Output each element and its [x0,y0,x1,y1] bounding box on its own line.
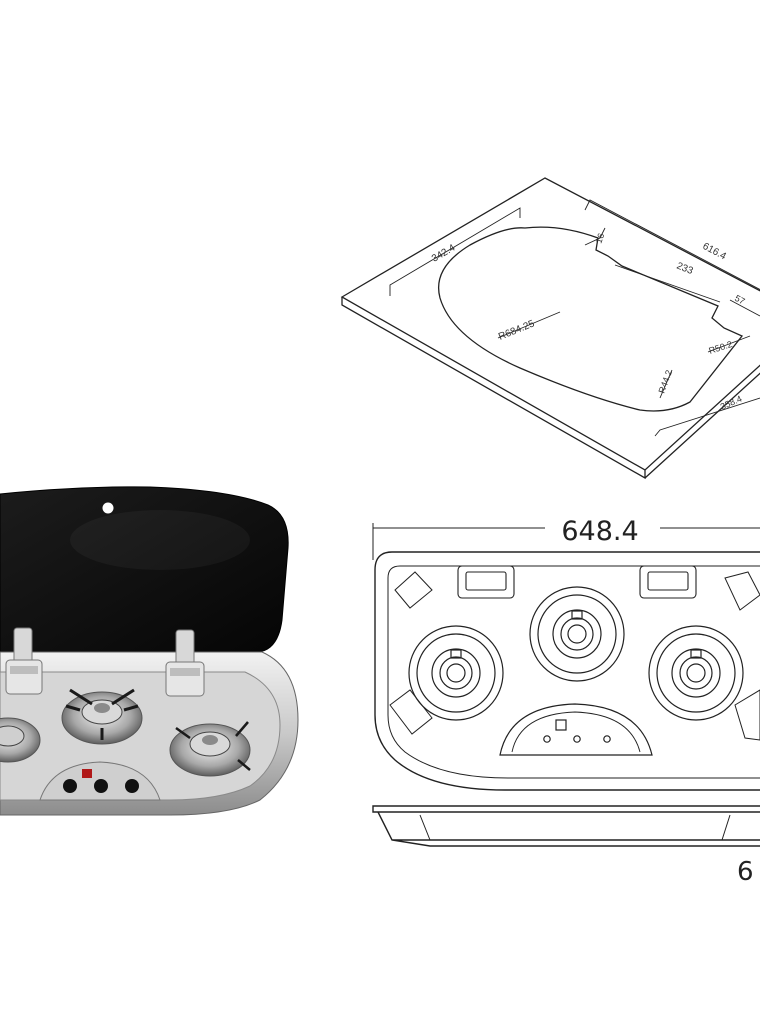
overall-width-label: 648.4 [561,516,638,547]
control-knob-3 [125,779,139,793]
tray-corner-right-bottom [734,689,760,741]
tray-outer-outline [374,551,760,791]
cooktop-photo [0,486,299,816]
burner-photo-center [61,688,143,745]
tray-corner-left-bottom [389,689,433,735]
pan-support-center [65,688,139,740]
glass-lid [0,486,289,653]
side-view-body [377,811,760,847]
dim-r50: R50.2 [708,339,734,356]
hinge-right [165,629,205,697]
burner-drawing-center [529,586,625,682]
control-knob-2 [94,779,108,793]
overall-width-dimension: 648.4 [372,516,760,560]
tray-corner-right-top [724,571,760,611]
template-cutout-opening [438,226,744,412]
control-knob-1 [63,779,77,793]
dim-r44: R44.2 [656,369,674,395]
burner-photo-right [169,721,251,777]
dim-r684: R684.25 [497,318,537,343]
lid-glare [70,510,250,570]
cutout-template-drawing: 342.4 16 616.4 233 57 R684.25 R50.2 R44.… [340,177,760,480]
burner-photo-left [0,717,41,763]
lid-hole [102,502,114,514]
template-board-top [340,177,760,471]
pan-support-right [175,721,251,771]
dim-616: 616.4 [701,241,729,263]
hinge-block-left [457,565,515,599]
dim-358: 358.4 [719,394,744,412]
control-panel-drawing [499,703,653,756]
dim-233: 233 [675,261,695,278]
side-view-drawing: 6 [372,805,760,887]
hinge-block-right [639,565,697,599]
dim-57: 57 [733,293,747,307]
burner-drawing-left [408,625,504,721]
indicator-light [82,769,92,778]
side-view-feet [419,814,731,841]
dim-16: 16 [593,232,606,245]
side-view-dimension-label: 6 [737,857,754,887]
tray-corner-left-top [394,571,433,609]
hinge-left [5,627,43,695]
dim-342: 342.4 [430,242,458,264]
tray-inner-outline [387,565,760,779]
top-view-drawing: 648.4 [372,516,760,791]
template-dimension-lines [389,199,760,437]
burner-drawing-right [648,625,744,721]
side-view-rim [372,805,760,813]
template-board-edge [341,297,760,480]
